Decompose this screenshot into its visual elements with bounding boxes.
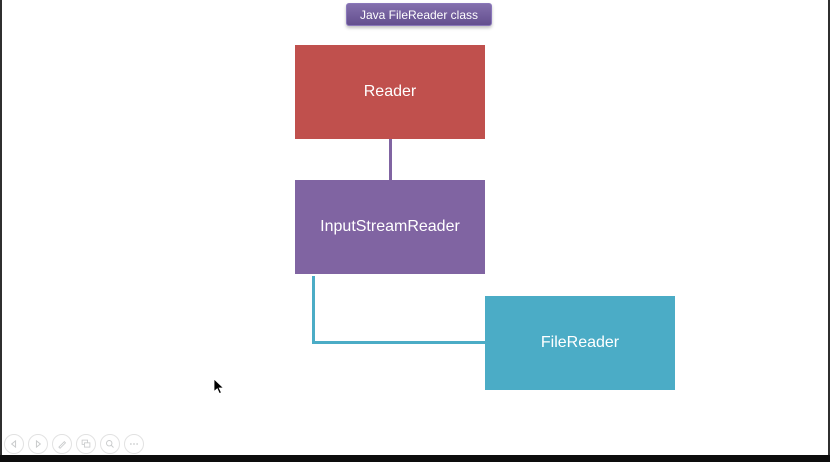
magnifier-icon bbox=[106, 440, 114, 448]
more-options-button[interactable] bbox=[124, 434, 144, 454]
connector-inputstreamreader-to-filereader-horizontal bbox=[312, 341, 486, 344]
see-all-slides-button[interactable] bbox=[76, 434, 96, 454]
arrow-left-icon bbox=[10, 439, 17, 449]
zoom-slide-button[interactable] bbox=[100, 434, 120, 454]
diagram-node-inputstreamreader: InputStreamReader bbox=[295, 180, 485, 274]
letterbox-left bbox=[0, 0, 2, 462]
diagram-node-filereader: FileReader bbox=[485, 296, 675, 390]
slide-title-badge: Java FileReader class bbox=[346, 3, 492, 26]
pen-icon bbox=[58, 441, 67, 449]
diagram-node-reader: Reader bbox=[295, 45, 485, 139]
letterbox-bottom bbox=[0, 455, 830, 462]
ellipsis-icon bbox=[130, 443, 138, 445]
slideshow-toolbar bbox=[4, 434, 144, 454]
connector-inputstreamreader-to-filereader-vertical bbox=[312, 276, 315, 342]
previous-slide-button[interactable] bbox=[4, 434, 24, 454]
connector-reader-to-inputstreamreader bbox=[389, 139, 392, 180]
arrow-right-icon bbox=[35, 439, 42, 449]
slides-grid-icon bbox=[81, 439, 91, 448]
next-slide-button[interactable] bbox=[28, 434, 48, 454]
mouse-cursor bbox=[213, 378, 225, 395]
pen-tools-button[interactable] bbox=[52, 434, 72, 454]
letterbox-right bbox=[828, 0, 830, 462]
